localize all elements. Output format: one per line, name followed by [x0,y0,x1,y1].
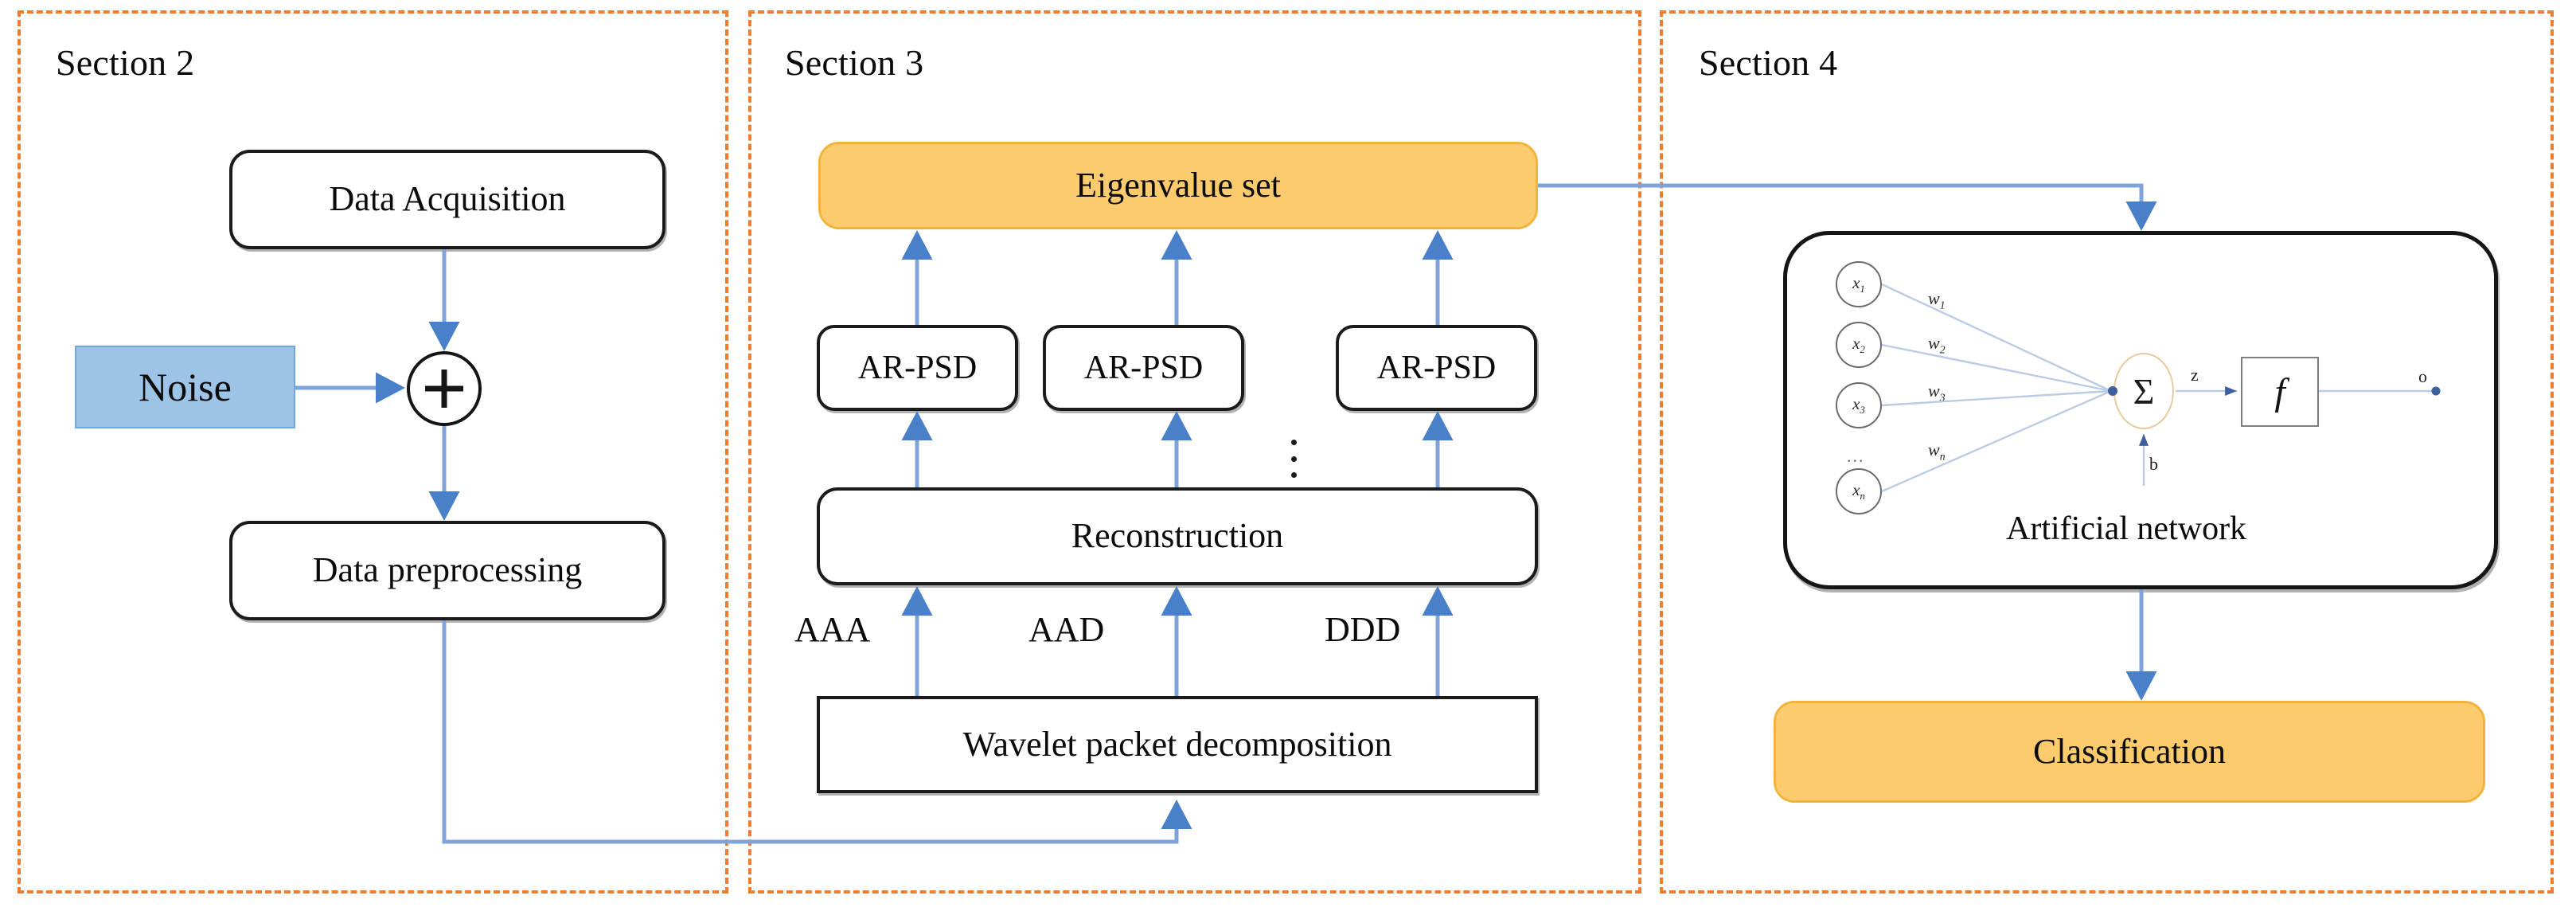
nn-activation-box: f [2241,357,2319,427]
adder-node[interactable] [407,351,482,426]
section-4-container [1660,10,2554,894]
ar-psd-node-1[interactable]: AR-PSD [817,325,1018,411]
eigenvalue-set-node[interactable]: Eigenvalue set [818,142,1538,229]
band-label-ddd: DDD [1325,610,1401,649]
wavelet-packet-decomposition-label: Wavelet packet decomposition [962,724,1392,764]
ar-psd-ellipsis-icon [1291,440,1297,478]
classification-node[interactable]: Classification [1774,701,2485,803]
band-label-aaa: AAA [794,610,871,649]
data-preprocessing-node[interactable]: Data preprocessing [229,521,665,620]
nn-weight-label-n: wn [1928,440,1946,463]
nn-input-label-n: xn [1852,479,1865,503]
nn-input-node-n: xn [1836,468,1882,514]
ar-psd-label-3: AR-PSD [1376,349,1497,386]
reconstruction-label: Reconstruction [1071,516,1284,556]
nn-summation-node: Σ [2113,353,2174,429]
classification-label: Classification [2033,731,2226,771]
nn-summation-symbol: Σ [2133,370,2155,412]
nn-input-node-2: x2 [1836,322,1882,368]
nn-input-node-3: x3 [1836,382,1882,428]
eigenvalue-set-label: Eigenvalue set [1075,165,1281,205]
artificial-network-caption: Artificial network [2006,510,2247,547]
nn-weight-label-3: w3 [1928,381,1946,404]
ar-psd-label-1: AR-PSD [857,349,978,386]
ar-psd-node-2[interactable]: AR-PSD [1043,325,1244,411]
nn-bias-label: b [2149,454,2158,474]
data-acquisition-node[interactable]: Data Acquisition [229,150,665,249]
noise-label: Noise [139,364,232,409]
nn-activation-symbol: f [2274,370,2285,413]
nn-weight-label-2: w2 [1928,333,1946,356]
nn-input-node-1: x1 [1836,261,1882,307]
nn-input-label-1: x1 [1852,272,1865,295]
nn-output-label: o [2418,366,2427,386]
nn-weight-label-1: w1 [1928,288,1946,311]
section-2-label: Section 2 [56,42,195,83]
nn-input-ellipsis-icon: ... [1847,446,1865,466]
ar-psd-label-2: AR-PSD [1083,349,1204,386]
wavelet-packet-decomposition-node[interactable]: Wavelet packet decomposition [817,696,1538,793]
nn-z-label: z [2191,365,2199,385]
data-acquisition-label: Data Acquisition [329,179,566,219]
ar-psd-node-3[interactable]: AR-PSD [1336,325,1537,411]
section-3-container [748,10,1641,894]
section-4-label: Section 4 [1699,42,1838,83]
noise-node[interactable]: Noise [75,346,295,428]
section-2-container [18,10,728,894]
nn-input-label-3: x3 [1852,393,1865,416]
section-3-label: Section 3 [785,42,924,83]
nn-input-label-2: x2 [1852,333,1865,356]
data-preprocessing-label: Data preprocessing [312,550,583,590]
reconstruction-node[interactable]: Reconstruction [817,487,1538,585]
band-label-aad: AAD [1028,610,1105,649]
